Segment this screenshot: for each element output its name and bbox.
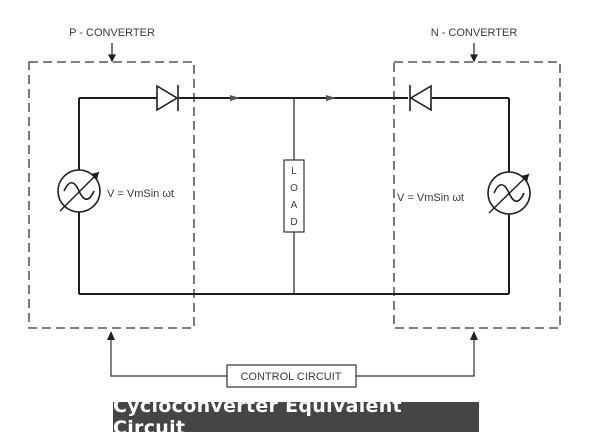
n-converter-label: N - CONVERTER	[431, 27, 518, 39]
load-box	[283, 159, 305, 233]
p-converter-pointer	[108, 43, 116, 63]
caption-text: Cycloconverter Equivalent Circuit	[113, 395, 402, 439]
left-source-label: V = VmSin ωt	[107, 188, 174, 200]
control-circuit-label: CONTROL CIRCUIT	[240, 371, 341, 383]
n-converter-box	[393, 61, 561, 329]
load-letter-o: O	[290, 183, 298, 194]
p-converter-label: P - CONVERTER	[69, 27, 155, 39]
control-circuit-box	[226, 364, 357, 388]
control-arrow-icon	[107, 331, 478, 340]
right-ac-source-icon	[487, 171, 531, 215]
right-source-label: V = VmSin ωt	[397, 192, 464, 204]
load-letter-a: A	[291, 200, 298, 211]
n-converter-pointer	[470, 43, 478, 63]
load-label: L O A D	[290, 166, 298, 228]
p-converter-diode-icon	[156, 84, 179, 112]
load-letter-d: D	[290, 217, 297, 228]
p-converter-box	[28, 61, 195, 329]
load-letter-l: L	[291, 166, 297, 177]
left-ac-source-icon	[57, 169, 101, 213]
control-circuit-lines	[110, 338, 475, 377]
n-converter-diode-icon	[409, 84, 432, 112]
diagram-caption: Cycloconverter Equivalent Circuit	[113, 395, 479, 439]
current-arrow-icon	[230, 95, 336, 101]
